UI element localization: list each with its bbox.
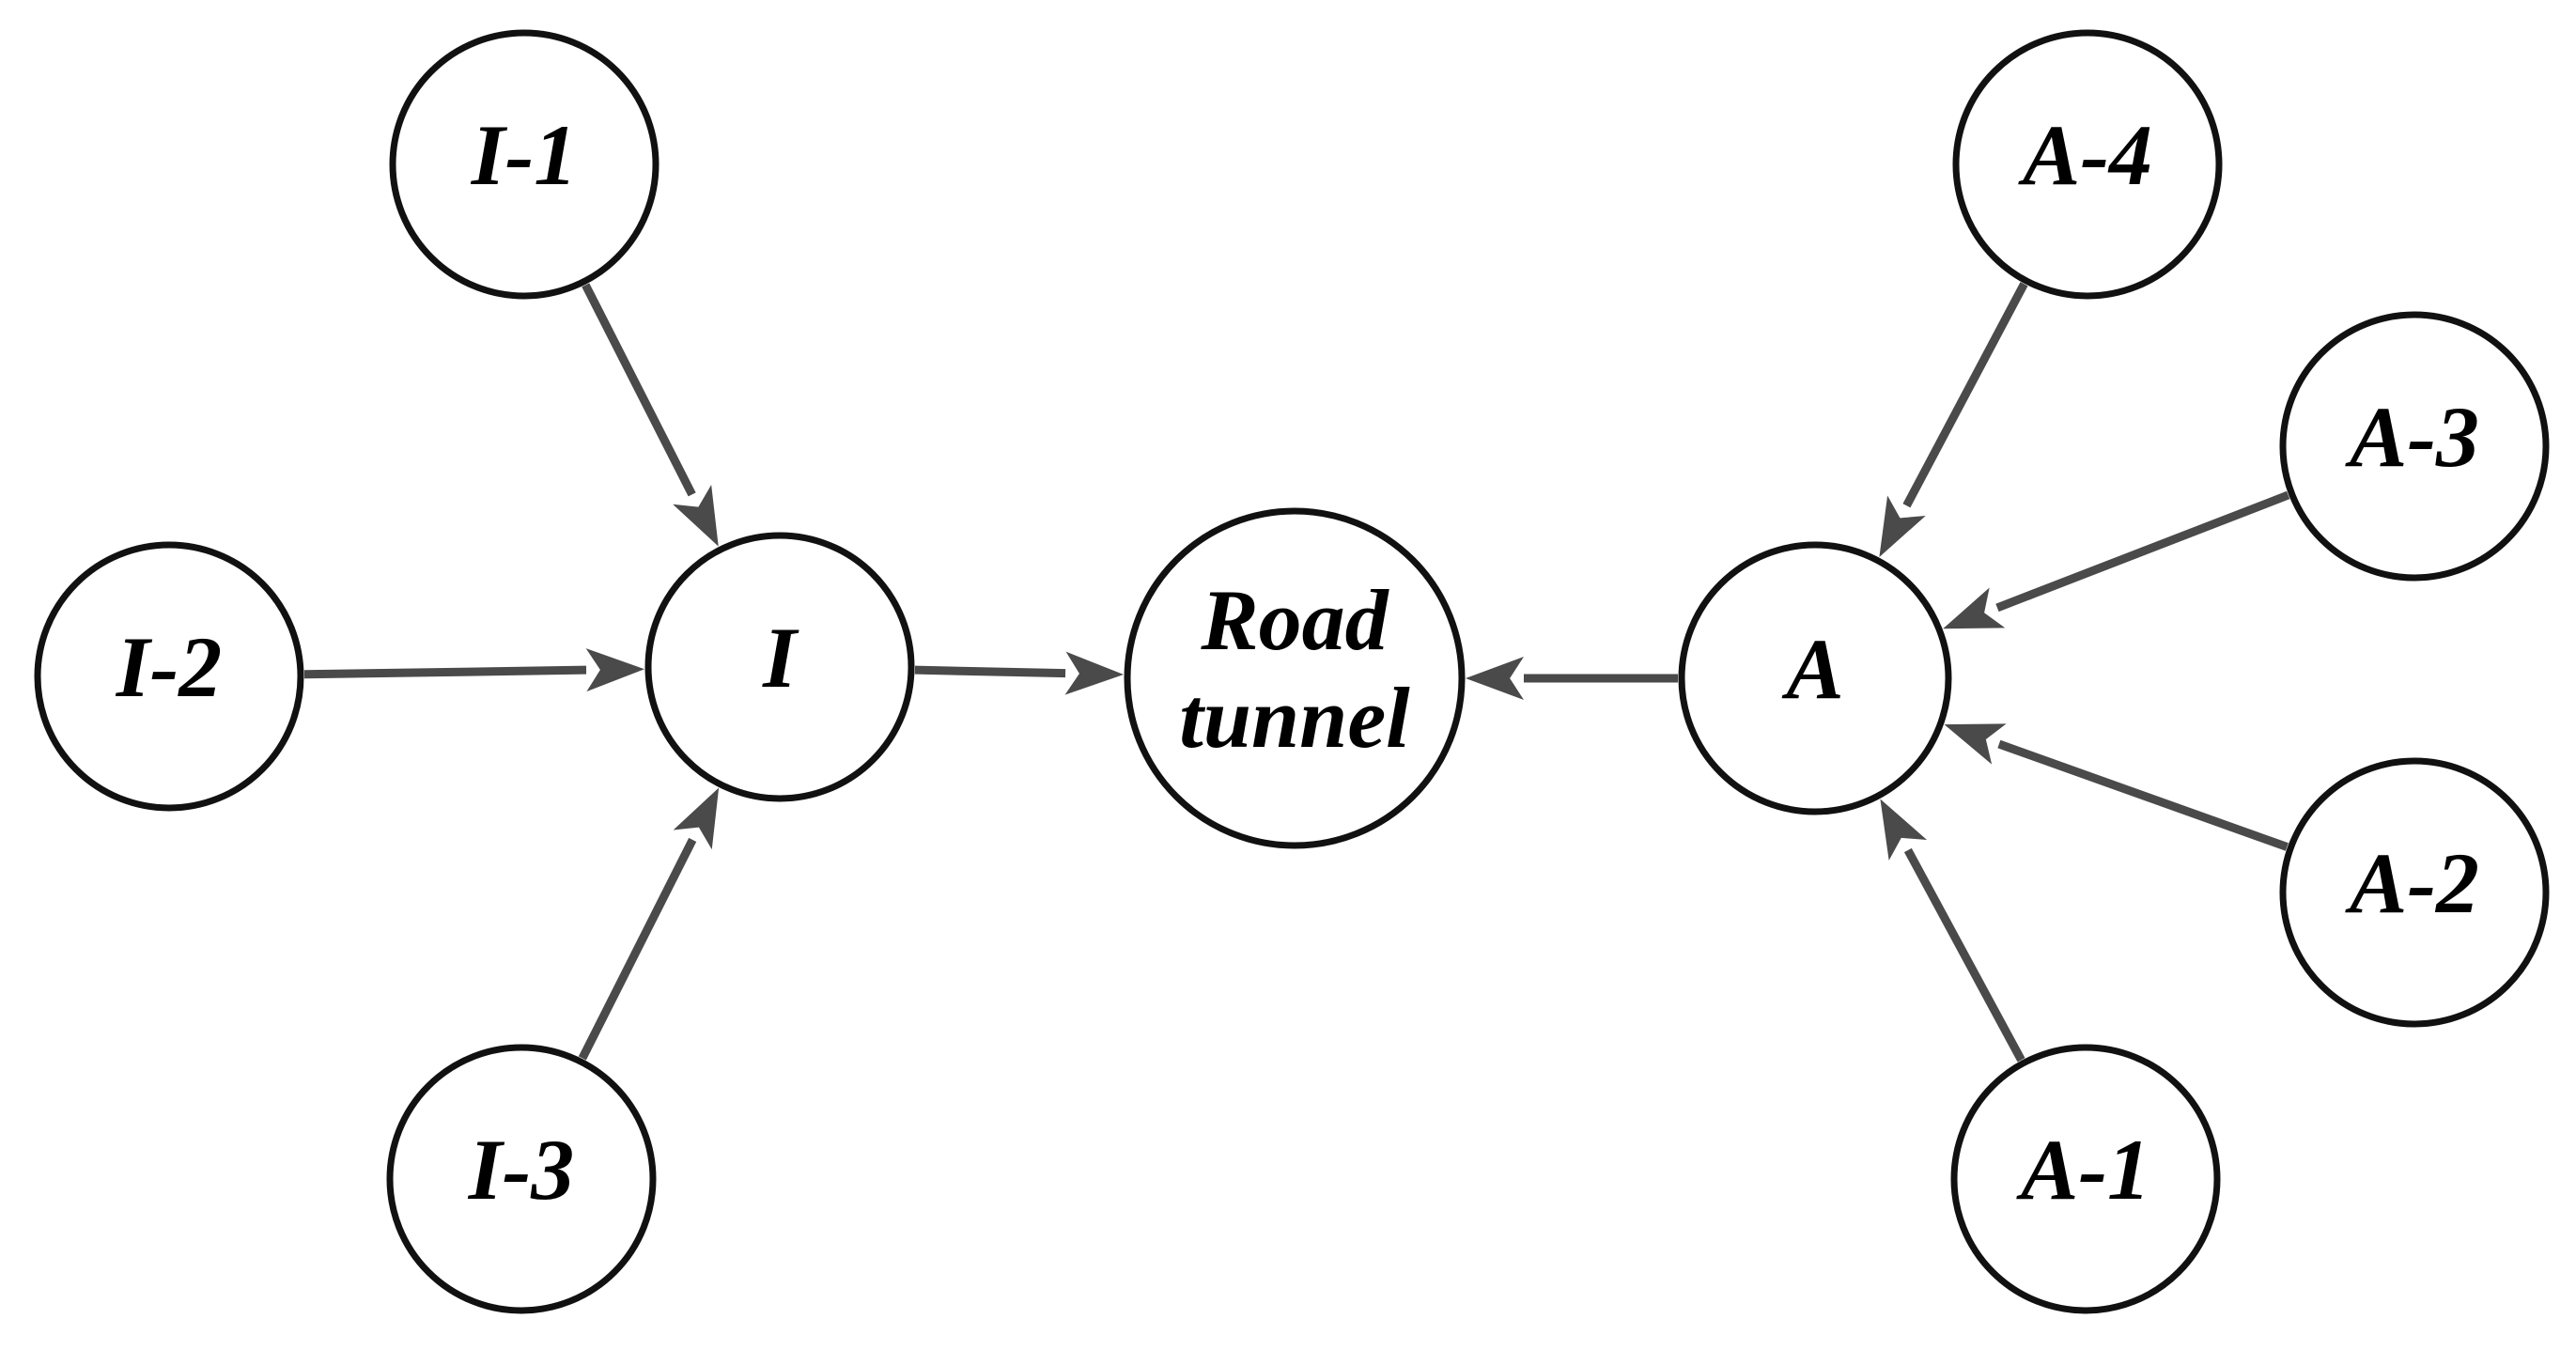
edge-a-3-to-a	[1943, 490, 2290, 629]
node-a-2[interactable]: A-2	[2279, 757, 2550, 1028]
edge-i-3-to-i	[578, 787, 720, 1061]
edge-shaft	[914, 665, 1066, 678]
edge-shaft	[582, 283, 696, 497]
node-label: A-2	[2345, 835, 2479, 931]
node-label-line: I-3	[468, 1122, 574, 1218]
arrowhead	[1466, 657, 1524, 700]
edge-i-to-rt	[914, 651, 1125, 695]
node-circle[interactable]	[2279, 757, 2550, 1028]
edge-i-2-to-i	[303, 648, 645, 692]
node-circle[interactable]	[1124, 507, 1466, 849]
arrowhead	[1879, 495, 1926, 558]
node-label-line: Road	[1200, 572, 1389, 668]
arrowhead	[1064, 651, 1125, 695]
arrowhead	[673, 484, 719, 547]
node-label: I-2	[116, 619, 222, 715]
edge-a-4-to-a	[1879, 282, 2028, 558]
node-label-line: A-2	[2345, 835, 2479, 931]
edge-shaft	[578, 837, 697, 1061]
edge-shaft	[303, 665, 587, 679]
node-a-1[interactable]: A-1	[1950, 1044, 2221, 1314]
node-label-line: I-1	[471, 107, 577, 203]
node-circle[interactable]	[386, 1044, 657, 1314]
edge-shaft	[1902, 282, 2028, 508]
edge-shaft	[1903, 847, 2025, 1063]
node-i[interactable]: I	[644, 532, 915, 802]
edge-a-2-to-a	[1944, 723, 2289, 851]
edge-a-to-rt	[1466, 657, 1678, 700]
node-circle[interactable]	[2279, 311, 2550, 582]
node-circle[interactable]	[1950, 1044, 2221, 1314]
node-label: A-3	[2345, 389, 2479, 485]
node-circle[interactable]	[644, 532, 915, 802]
node-label: A-4	[2018, 107, 2152, 203]
node-a-3[interactable]: A-3	[2279, 311, 2550, 582]
node-label: A	[1781, 621, 1843, 717]
arrowhead	[1944, 723, 2007, 765]
edges-layer	[303, 282, 2290, 1063]
arrowhead	[673, 787, 720, 850]
node-label-line: A-3	[2345, 389, 2479, 485]
node-i-1[interactable]: I-1	[389, 29, 660, 300]
node-label: I	[762, 610, 799, 706]
arrowhead	[585, 648, 645, 692]
node-circle[interactable]	[1952, 29, 2223, 300]
node-circle[interactable]	[34, 541, 304, 812]
node-a-4[interactable]: A-4	[1952, 29, 2223, 300]
node-label-line: A	[1781, 621, 1843, 717]
node-label: I-3	[468, 1122, 574, 1218]
edge-a-1-to-a	[1880, 799, 2025, 1063]
node-label-line: I	[762, 610, 799, 706]
edge-shaft	[1995, 490, 2290, 613]
node-label-line: I-2	[116, 619, 222, 715]
node-a[interactable]: A	[1678, 541, 1952, 815]
node-circle[interactable]	[1678, 541, 1952, 815]
node-label: I-1	[471, 107, 577, 203]
node-i-3[interactable]: I-3	[386, 1044, 657, 1314]
node-label: A-1	[2016, 1122, 2150, 1218]
node-label-line: tunnel	[1179, 670, 1410, 766]
edge-shaft	[1997, 739, 2289, 851]
node-circle[interactable]	[389, 29, 660, 300]
node-label-line: A-4	[2018, 107, 2152, 203]
arrowhead	[1943, 587, 2006, 629]
node-i-2[interactable]: I-2	[34, 541, 304, 812]
node-label-line: A-1	[2016, 1122, 2150, 1218]
edge-i-1-to-i	[582, 283, 719, 547]
arrowhead	[1880, 799, 1928, 861]
